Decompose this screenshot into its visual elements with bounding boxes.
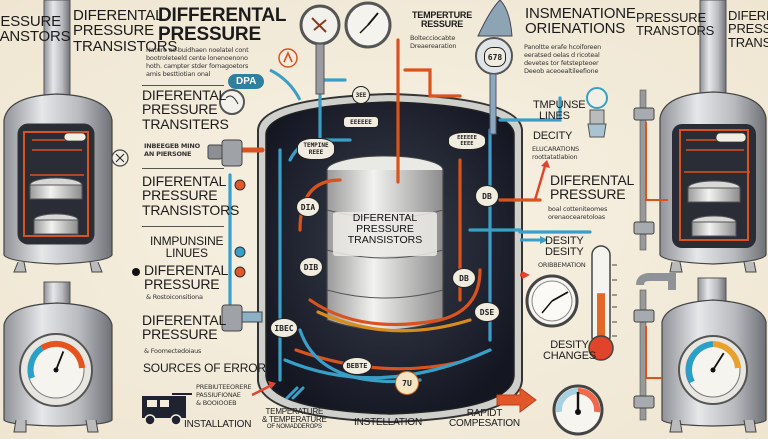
left-valve-assembly	[207, 89, 263, 332]
tag-db-upper: DB	[475, 185, 499, 207]
tag-top-cap: EEEEEE	[343, 116, 379, 128]
label-decity: DECITY	[533, 130, 573, 142]
top-gauges	[278, 0, 513, 135]
thermometer	[588, 245, 617, 361]
left-block-3-subtext: & Rostoiconsitiona	[146, 293, 203, 301]
thermometer-fill	[597, 293, 605, 346]
right-top-tank	[633, 0, 767, 273]
density-gauge	[525, 274, 579, 328]
central-vessel	[222, 38, 592, 424]
tag-3ee: 3EE	[352, 86, 370, 104]
tag-dib: DIB	[299, 257, 323, 277]
left-tank-gauge-needle	[55, 351, 65, 371]
label-installation-center: INSTELLATION	[354, 417, 422, 428]
divider	[142, 168, 224, 169]
bottom-gauge	[552, 384, 604, 436]
rapid-compensation-arrow	[496, 387, 537, 413]
tag-dia: DIA	[296, 197, 320, 217]
bullet-icon	[132, 268, 140, 276]
dpa-badge: DPA	[228, 74, 265, 89]
tag-dse: DSE	[474, 302, 500, 322]
tag-ibec: IBEC	[270, 318, 298, 338]
left-bottom-tank	[3, 281, 113, 433]
left-block-4-subtext: & Foomectedoiaus	[144, 347, 202, 355]
tag-bebte: BEBTE	[342, 357, 372, 375]
label-installation-left: INSTALLATION	[184, 419, 252, 430]
impulse-lines-gauge	[586, 87, 608, 138]
divider	[142, 226, 224, 227]
right-tank-gauge-needle	[712, 352, 725, 371]
desity-subtext: ORIBBEMATION	[538, 261, 586, 269]
tag-7u: 7U	[395, 371, 419, 395]
tag-678: 678	[484, 47, 506, 67]
right-bottom-tank	[633, 273, 767, 433]
divider	[142, 85, 224, 86]
tag-db: DB	[452, 268, 476, 288]
label-diferental-pressure-right-cut: DIFEREPRESSUTRANSI	[728, 8, 768, 50]
heading-sources-of-error: SOURCES OF ERROR	[143, 361, 266, 375]
left-top-tank	[3, 0, 129, 273]
truck-icon	[142, 393, 192, 426]
